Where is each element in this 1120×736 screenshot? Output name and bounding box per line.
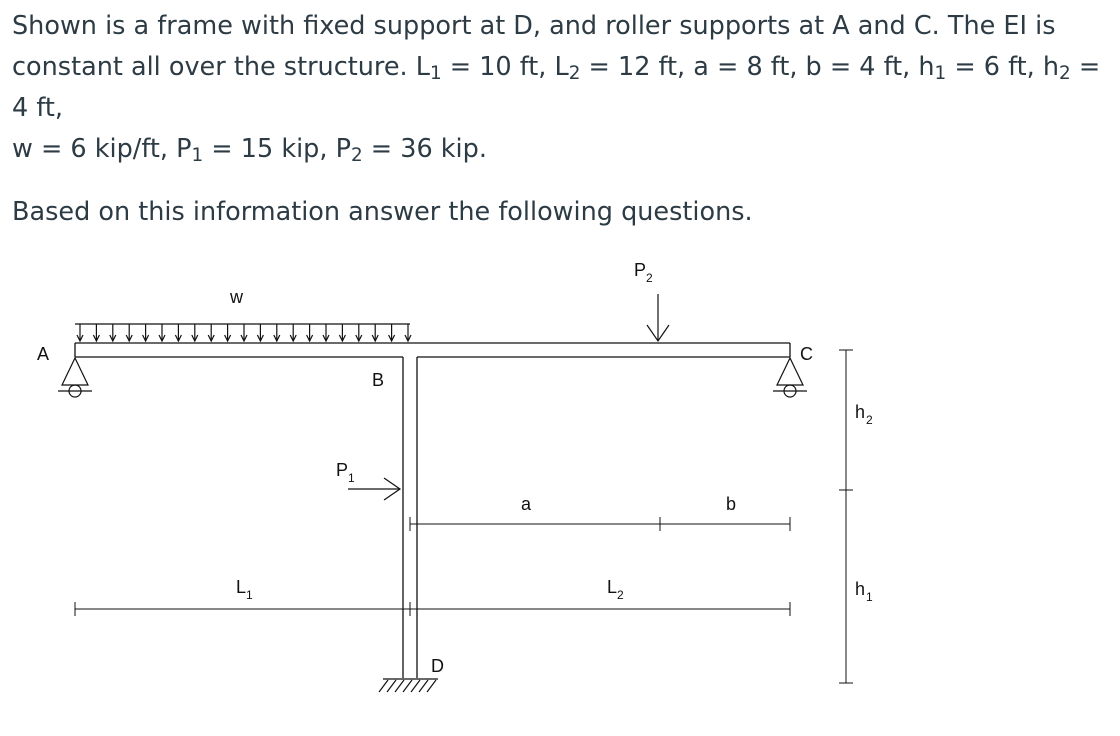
label-l2-sub: 2 [617, 588, 624, 602]
p2-head [646, 324, 670, 343]
hatch-line [410, 679, 421, 693]
beam-ac [74, 342, 791, 358]
label-p2-sub: 2 [646, 271, 653, 285]
statement-text: = 15 kip, P [203, 134, 351, 164]
label-c: C [800, 344, 813, 364]
label-a-dim: a [521, 494, 532, 514]
hatch-line [418, 679, 429, 693]
load-arrow-head [355, 334, 363, 343]
load-arrow-head [224, 334, 232, 343]
fixed-support-d [378, 678, 438, 693]
load-arrow-head [338, 334, 346, 343]
support-triangle [61, 356, 89, 386]
load-arrow-head [306, 334, 314, 343]
label-l1-sub: 1 [246, 588, 253, 602]
problem-statement: Shown is a frame with fixed support at D… [12, 6, 1112, 233]
label-d: D [431, 656, 444, 676]
label-b: B [372, 370, 384, 390]
statement-text: w = 6 kip/ft, P [12, 134, 192, 164]
hatch-line [386, 679, 397, 693]
load-arrow-head [174, 334, 182, 343]
subscript: 1 [934, 63, 947, 85]
label-l2: L [607, 577, 617, 597]
label-w: w [229, 287, 244, 307]
label-a: A [37, 344, 49, 364]
label-h2: h [855, 402, 865, 422]
statement-text: = 10 ft, L [441, 52, 569, 82]
subscript: 1 [429, 63, 442, 85]
load-arrow-head [125, 334, 133, 343]
load-arrow-head [256, 334, 264, 343]
load-arrow-head [158, 334, 166, 343]
load-p2-arrow [646, 294, 670, 343]
label-h2-sub: 2 [866, 413, 873, 427]
dimension-lines [74, 349, 853, 684]
load-arrow-head [142, 334, 150, 343]
subscript: 1 [191, 145, 204, 167]
hatch-line [394, 679, 405, 693]
label-p1: P [336, 460, 348, 480]
load-arrow-head [388, 334, 396, 343]
label-h1: h [855, 579, 865, 599]
load-arrow-head [191, 334, 199, 343]
distributed-load [75, 323, 412, 343]
statement-text: = 12 ft, a = 8 ft, b = 4 ft, h [580, 52, 935, 82]
load-arrow-head [207, 334, 215, 343]
statement-line-3: w = 6 kip/ft, P1 = 15 kip, P2 = 36 kip. [12, 129, 1112, 170]
label-b-dim: b [726, 494, 736, 514]
load-arrow-head [76, 334, 84, 343]
subscript: 2 [350, 145, 363, 167]
p1-head [383, 477, 402, 501]
statement-line-1: Shown is a frame with fixed support at D… [12, 6, 1112, 47]
label-h1-sub: 1 [866, 590, 873, 604]
load-arrows [76, 324, 412, 343]
label-l1: L [236, 577, 246, 597]
load-arrow-head [92, 334, 100, 343]
load-arrow-head [109, 334, 117, 343]
column-bd [402, 357, 418, 678]
statement-text: = 4 ft, [12, 52, 1101, 123]
load-arrow-head [289, 334, 297, 343]
hatch-line [426, 679, 437, 693]
subscript: 2 [568, 63, 581, 85]
statement-text: = 36 kip. [362, 134, 487, 164]
load-arrow-head [371, 334, 379, 343]
load-arrow-head [322, 334, 330, 343]
load-arrow-head [273, 334, 281, 343]
statement-line-2: constant all over the structure. L1 = 10… [12, 47, 1112, 129]
label-p1-sub: 1 [348, 471, 355, 485]
label-p2: P [634, 260, 646, 280]
instruction-line: Based on this information answer the fol… [12, 197, 753, 227]
subscript: 2 [1059, 63, 1071, 85]
statement-text: constant all over the structure. L [12, 52, 430, 82]
hatch-line [378, 679, 389, 693]
statement-text: Shown is a frame with fixed support at D… [12, 11, 1056, 41]
load-arrow-head [404, 334, 412, 343]
load-arrow-head [240, 334, 248, 343]
roller-support-c [773, 356, 807, 398]
hatch-line [402, 679, 413, 693]
ground-hatch [378, 679, 437, 693]
roller-support-a [58, 356, 92, 398]
statement-text: = 6 ft, h [946, 52, 1060, 82]
load-p1-arrow [348, 477, 402, 501]
